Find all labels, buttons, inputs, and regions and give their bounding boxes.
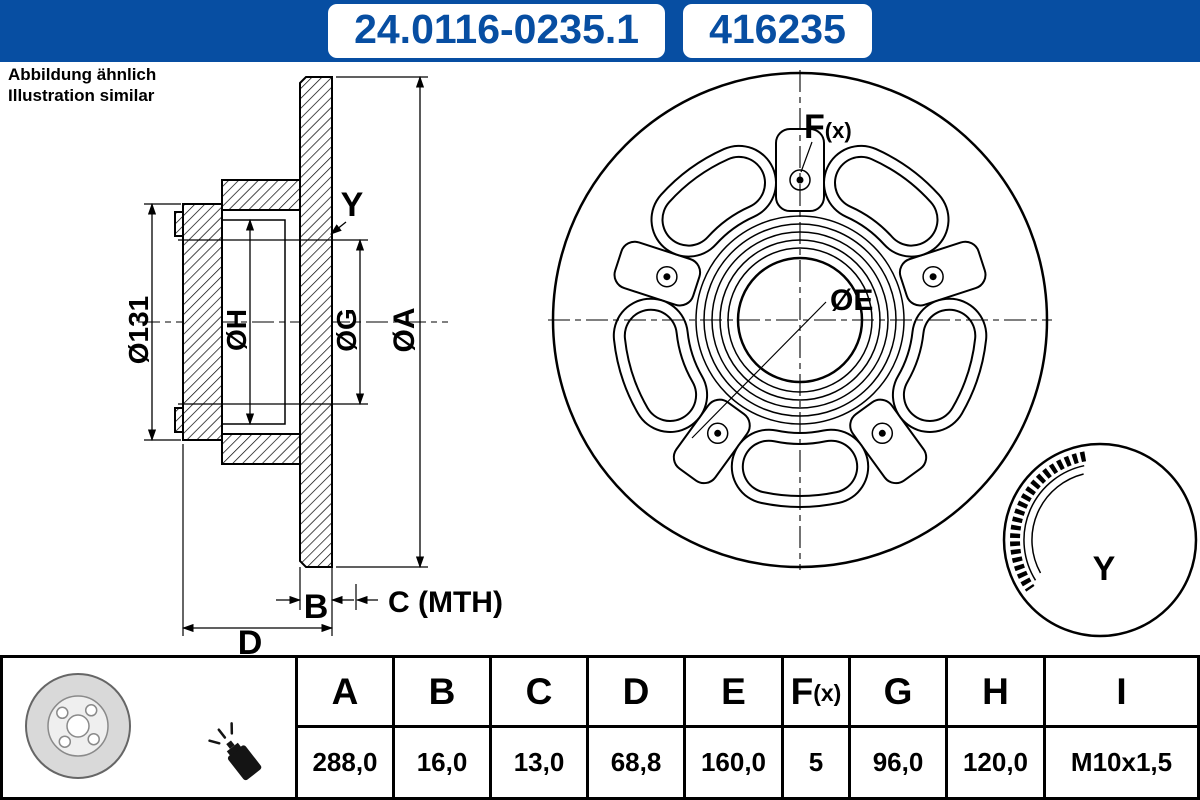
vent-slots [612,144,988,508]
flange-lip-top [174,211,184,237]
article-number-badge: 416235 [683,4,872,58]
brake-disc-icon [25,673,131,779]
coated-disc-pictogram [25,673,262,781]
flange-lip-bottom [174,407,184,433]
serration-line [1031,473,1084,574]
dim-label-C: C (MTH) [388,586,503,619]
section-y-leader [330,221,347,235]
part-number-badge: 24.0116-0235.1 [328,4,666,58]
dimension-table: A B C D E F(x) G H I 288,0 16,0 13,0 68,… [0,655,1200,800]
value-G: 96,0 [848,728,945,797]
value-D: 68,8 [586,728,683,797]
header-bar: 24.0116-0235.1 416235 [0,0,1200,62]
serration-teeth [1010,451,1087,592]
col-header-I: I [1043,658,1197,728]
col-header-C: C [489,658,586,728]
col-header-D: D [586,658,683,728]
value-C: 13,0 [489,728,586,797]
value-H: 120,0 [945,728,1043,797]
hat-arm-top-section [221,179,301,211]
dim-label-B: B [304,588,329,626]
value-E: 160,0 [683,728,781,797]
fx-label: F(x) [804,108,852,146]
dim-label-diaG: ØG [331,308,362,352]
table-icon-cell [3,658,295,797]
value-F: 5 [781,728,848,797]
cross-section-view: Ø131 ØH ØG ØA Y B C (MTH) [123,75,503,655]
col-header-H: H [945,658,1043,728]
dim-label-diaE: ØE [830,284,873,317]
col-header-F: F(x) [781,658,848,728]
col-header-B: B [392,658,489,728]
col-header-E: E [683,658,781,728]
illustration-note: Abbildung ähnlich Illustration similar [8,64,156,107]
front-view: F(x) ØE [548,70,1052,570]
disc-ring-section [299,76,333,568]
value-I: M10x1,5 [1043,728,1197,797]
col-header-A: A [295,658,392,728]
dim-label-dia131: Ø131 [123,296,154,365]
dim-label-D: D [238,624,263,655]
spray-can-icon [208,722,262,781]
note-line-en: Illustration similar [8,86,155,106]
note-line-de: Abbildung ähnlich [8,65,157,84]
technical-drawing: Ø131 ØH ØG ØA Y B C (MTH) [123,70,1198,655]
section-y-label: Y [341,186,364,224]
value-A: 288,0 [295,728,392,797]
detail-circle [1002,442,1198,638]
bolt-holes [656,169,944,445]
detail-y-label: Y [1093,550,1116,588]
value-B: 16,0 [392,728,489,797]
col-header-G: G [848,658,945,728]
diaE-leader [691,301,827,439]
hat-arm-bottom-section [221,433,301,465]
fx-leader [800,141,813,173]
detail-view: Y [1002,442,1198,638]
dim-label-diaA: ØA [388,308,421,353]
dim-label-diaH: ØH [221,309,252,351]
hub-flange-section [182,203,223,441]
serration-line [1023,464,1085,581]
